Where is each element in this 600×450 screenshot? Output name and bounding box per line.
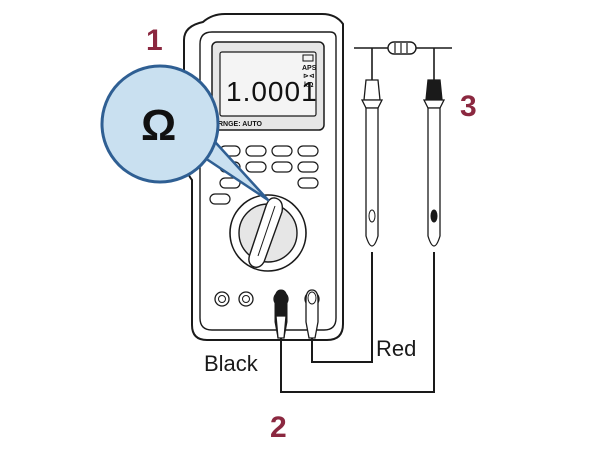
red-probe-handle <box>365 107 379 247</box>
step-number-1: 1 <box>146 24 163 57</box>
function-button[interactable] <box>271 145 293 157</box>
black-probe[interactable] <box>422 48 446 247</box>
black-lead-label: Black <box>204 351 259 376</box>
black-probe-grip-mark <box>430 209 438 223</box>
input-jack-inner <box>218 295 226 303</box>
lead-plugs <box>274 289 319 339</box>
function-button[interactable] <box>219 177 241 189</box>
rotary-dial-pointer <box>257 205 276 257</box>
step-number-2: 2 <box>270 411 287 444</box>
black-probe-guard <box>425 79 443 101</box>
black-lead-cable <box>280 252 435 393</box>
lcd-range-label: RNGE: AUTO <box>218 121 263 128</box>
lcd-unit: kΩ <box>304 82 314 89</box>
black-probe-handle <box>427 107 441 247</box>
lcd-reading: 1.0001 <box>226 76 318 107</box>
callout-circle <box>100 64 220 184</box>
ohm-callout: Ω <box>100 64 270 202</box>
function-button[interactable] <box>271 161 293 173</box>
lcd-screen <box>219 51 317 117</box>
function-button[interactable] <box>209 193 231 205</box>
probe-cables <box>280 252 435 393</box>
callout-ohm-symbol: Ω <box>141 101 176 150</box>
red-plug-tip <box>307 291 317 305</box>
step-number-3: 3 <box>460 90 477 123</box>
multimeter-inner-case <box>199 31 337 331</box>
resistor-body <box>387 41 417 55</box>
black-probe-finger-stop <box>422 99 446 109</box>
multimeter: 1.0001 APS ⊳⊲ kΩ RNGE: AUTO <box>183 13 344 341</box>
red-probe-guard <box>363 79 381 101</box>
red-lead-label: Red <box>376 336 416 361</box>
function-button[interactable] <box>297 145 319 157</box>
lcd-diode-indicator: ⊳⊲ <box>303 73 315 80</box>
resistor <box>354 41 452 55</box>
red-probe-grip-mark <box>368 209 376 223</box>
input-jack-inner <box>242 295 250 303</box>
function-button[interactable] <box>245 161 267 173</box>
function-button[interactable] <box>297 177 319 189</box>
red-lead-cable <box>311 252 373 363</box>
input-jack[interactable] <box>238 291 254 307</box>
callout-joint-cover <box>196 134 214 144</box>
lcd-aps-indicator: APS <box>302 65 317 72</box>
function-button[interactable] <box>245 145 267 157</box>
lcd-battery-indicator <box>302 54 314 62</box>
black-plug-boot <box>275 315 287 339</box>
rotary-dial[interactable] <box>229 194 307 272</box>
function-button[interactable] <box>297 161 319 173</box>
input-jack[interactable] <box>214 291 230 307</box>
red-probe-finger-stop <box>360 99 384 109</box>
red-probe[interactable] <box>360 48 384 247</box>
